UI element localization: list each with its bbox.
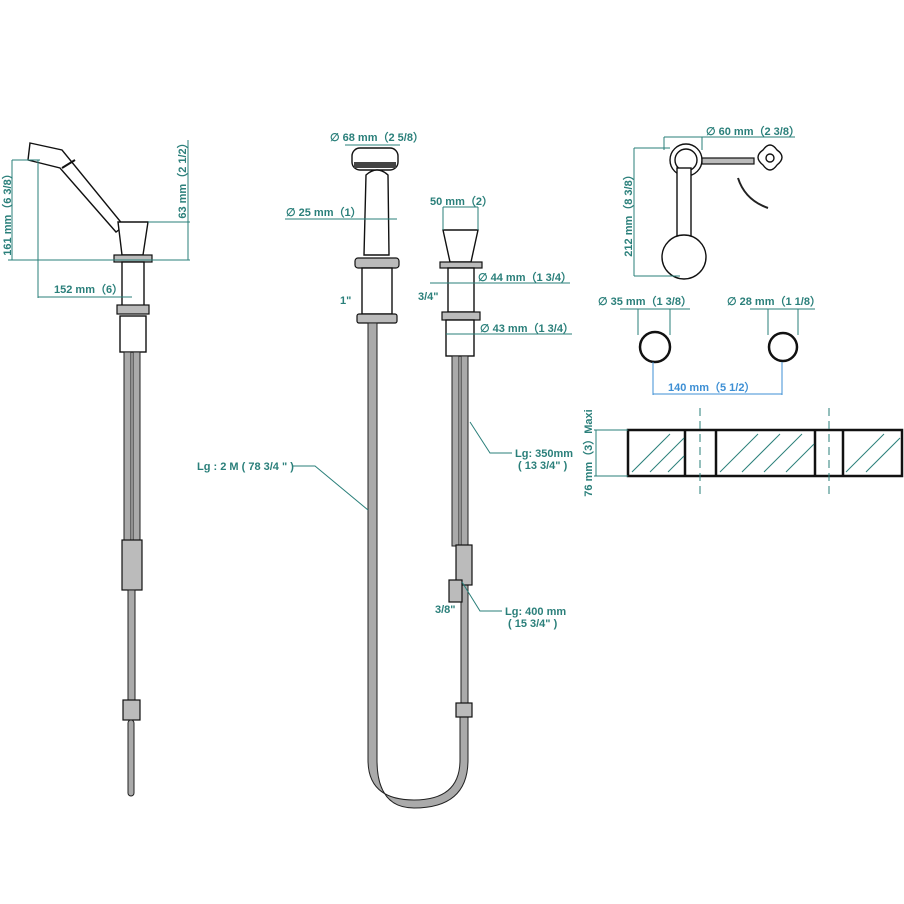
middle-dimensions: ∅ 68 mm（2 5/8） ∅ 25 mm（1） 1" 50 mm（2） ∅ …: [197, 131, 574, 630]
escutcheon-diameter-label: ∅ 60 mm（2 3/8）: [706, 125, 800, 138]
hose-length-label: Lg : 2 M ( 78 3/4 " ): [197, 461, 294, 473]
supply-hose-2-length: Lg: 400 mm: [505, 606, 566, 618]
valve-diameter-label: ∅ 44 mm（1 3/4）: [478, 271, 572, 284]
supply-hose-1-length: Lg: 350mm: [515, 448, 573, 460]
left-dimensions: 161 mm（6 3/8） 63 mm（2 1/2） 152 mm（6）: [1, 137, 190, 298]
supply-hose-1-inches: ( 13 3/4" ): [518, 460, 568, 472]
deck-section: 76 mm（3）Maxi: [582, 408, 904, 497]
valve-thread-label: 3/4": [418, 291, 439, 303]
reach-label: 152 mm（6）: [54, 283, 123, 296]
holder-thread-label: 1": [340, 295, 351, 307]
middle-handshower-assembly: [351, 147, 483, 809]
hole-spacing-label: 140 mm（5 1/2）: [668, 381, 755, 394]
deck-thickness-label: 76 mm（3）Maxi: [582, 409, 595, 496]
mounting-holes: ∅ 35 mm（1 3/8） ∅ 28 mm（1 1/8） 140 mm（5 1…: [598, 295, 821, 395]
top-view-dimensions: ∅ 60 mm（2 3/8） 212 mm（8 3/8）: [622, 125, 800, 277]
valve-width-label: 50 mm（2）: [430, 195, 493, 208]
left-handshower-assembly: [27, 142, 153, 797]
head-diameter-label: ∅ 68 mm（2 5/8）: [330, 131, 424, 144]
height-spout-label: 63 mm（2 1/2）: [176, 137, 189, 218]
connector-thread-label: 3/8": [435, 604, 456, 616]
nut-diameter-label: ∅ 43 mm（1 3/4）: [480, 322, 574, 335]
height-total-label: 161 mm（6 3/8）: [1, 168, 14, 255]
handle-diameter-label: ∅ 25 mm（1）: [286, 206, 362, 219]
hole-1-diameter: ∅ 35 mm（1 3/8）: [598, 295, 692, 308]
length-label: 212 mm（8 3/8）: [622, 169, 635, 256]
hole-2-diameter: ∅ 28 mm（1 1/8）: [727, 295, 821, 308]
top-view: [661, 143, 783, 280]
supply-hose-2-inches: ( 15 3/4" ): [508, 618, 558, 630]
